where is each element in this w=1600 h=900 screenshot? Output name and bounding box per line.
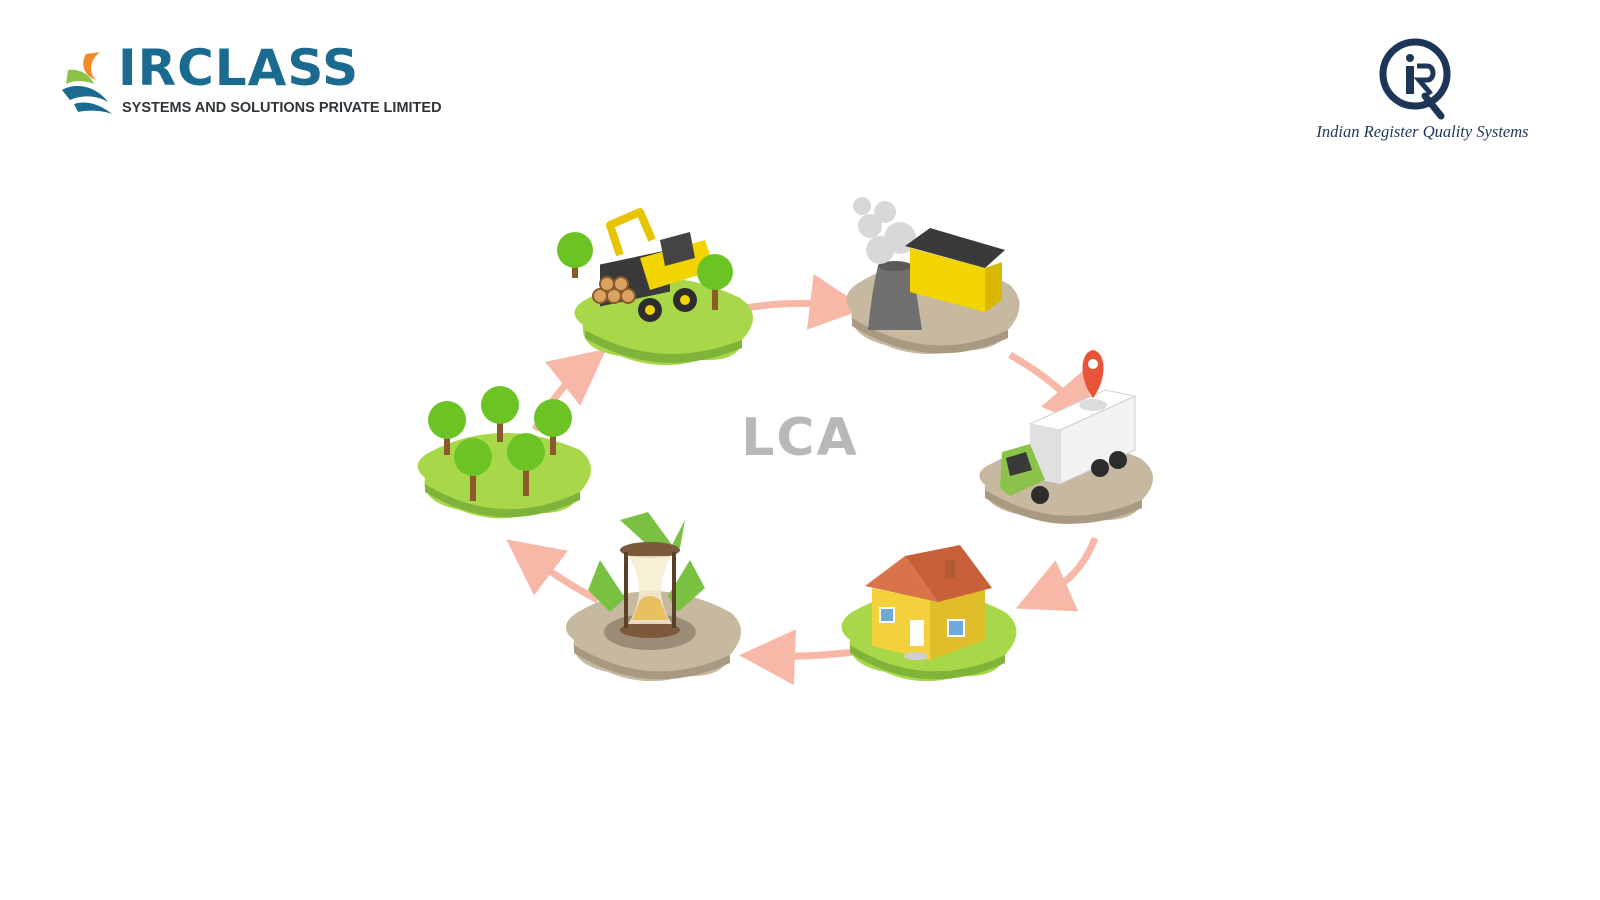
arrow-extraction-to-manufacturing (744, 274, 866, 330)
irclass-subtitle: SYSTEMS AND SOLUTIONS PRIVATE LIMITED (122, 100, 442, 116)
irqs-logo: Indian Register Quality Systems (1295, 34, 1555, 154)
factory-icon (846, 197, 1020, 354)
arrow-transport-to-use (1015, 536, 1099, 612)
irclass-wordmark: IRCLASS (118, 39, 360, 97)
irclass-flame-icon (62, 52, 112, 114)
irqs-company-name: Indian Register Quality Systems (1316, 122, 1529, 141)
delivery-truck-icon (979, 350, 1154, 524)
forest-icon (417, 386, 591, 519)
house-icon (841, 545, 1017, 682)
arrow-recycling-to-regrowth (506, 539, 600, 604)
irqs-monogram-icon (1379, 38, 1451, 120)
recycle-hourglass-icon (565, 512, 741, 682)
lca-center-label: LCA (741, 408, 859, 468)
excavator-logs-icon (557, 208, 754, 366)
irclass-logo: IRCLASS SYSTEMS AND SOLUTIONS PRIVATE LI… (60, 39, 490, 124)
